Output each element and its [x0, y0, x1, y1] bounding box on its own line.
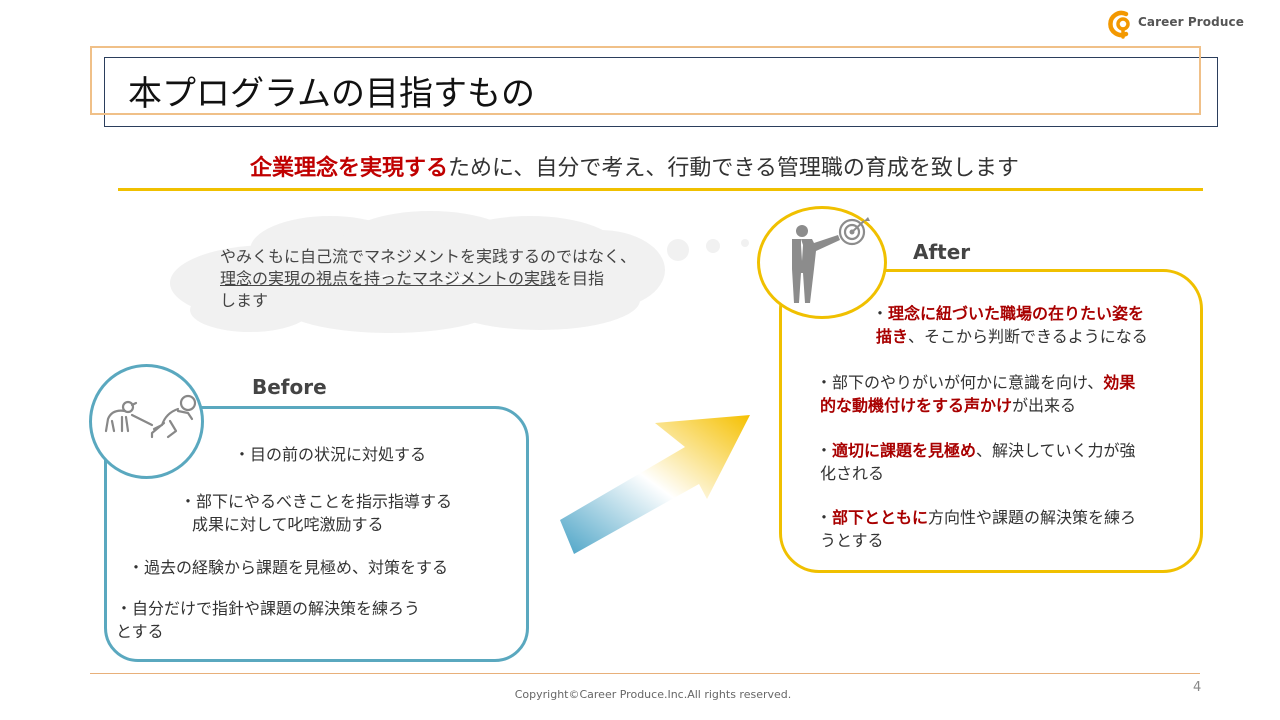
- before-item-2: ・部下にやるべきことを指示指導する: [180, 492, 453, 511]
- before-icon-circle: [89, 364, 204, 479]
- after-item-1: ・理念に紐づいた職場の在りたい姿を: [872, 303, 1144, 325]
- title-frame-inner: [90, 46, 1201, 115]
- after-item-4-red: 部下とともに: [832, 508, 929, 527]
- before-item-4-cont: とする: [116, 622, 164, 641]
- before-item-4: ・自分だけで指針や課題の解決策を練ろう: [116, 599, 421, 618]
- cloud-line-1: やみくもに自己流でマネジメントを実践するのではなく、: [220, 247, 637, 266]
- after-item-3-prefix: ・: [816, 441, 833, 460]
- after-item-3c-rest: 化される: [820, 464, 885, 483]
- subtitle: 企業理念を実現するために、自分で考え、行動できる管理職の育成を致します: [250, 150, 1019, 182]
- cloud-text: やみくもに自己流でマネジメントを実践するのではなく、 理念の実現の視点を持ったマ…: [220, 246, 660, 312]
- footer-divider: [90, 673, 1200, 674]
- after-box: [779, 269, 1203, 573]
- cloud-underlined: 理念の実現の視点を持ったマネジメントの実践: [220, 269, 557, 288]
- after-item-2-red: 効果: [1103, 373, 1136, 392]
- after-item-4: ・部下とともに方向性や課題の解決策を練ろ: [816, 507, 1136, 529]
- after-icon-circle: [757, 206, 887, 319]
- after-item-4-rest: 方向性や課題の解決策を練ろ: [928, 508, 1137, 527]
- businessman-target-icon: [792, 217, 870, 303]
- before-title: Before: [252, 375, 327, 399]
- after-item-2c-rest: が出来る: [1012, 396, 1077, 415]
- subtitle-rest: ために、自分で考え、行動できる管理職の育成を致します: [448, 156, 1019, 181]
- after-item-3-red: 適切に課題を見極め: [832, 441, 977, 460]
- subtitle-emphasis: 企業理念を実現する: [250, 156, 449, 181]
- after-item-2-cont: 的な動機付けをする声かけが出来る: [820, 395, 1076, 417]
- cloud-line-3: します: [220, 291, 269, 310]
- before-item-2-cont: 成果に対して叱咤激励する: [192, 515, 384, 534]
- after-item-1c-red: 描き: [876, 327, 909, 346]
- after-item-2-prefix: ・部下のやりがいが何かに意識を向け、: [816, 373, 1104, 392]
- after-item-2c-red: 的な動機付けをする声かけ: [820, 396, 1013, 415]
- person-pulling-dog-icon: [104, 394, 197, 439]
- transition-arrow-icon: [560, 415, 750, 554]
- before-item-3: ・過去の経験から課題を見極め、対策をする: [128, 558, 449, 577]
- company-logo: Career Produce: [1106, 8, 1244, 40]
- career-produce-logo-icon: [1108, 10, 1130, 39]
- subtitle-underline: [118, 188, 1203, 191]
- after-item-1c-rest: 、そこから判断できるようになる: [908, 327, 1148, 346]
- after-title: After: [913, 240, 971, 264]
- after-item-2: ・部下のやりがいが何かに意識を向け、効果: [816, 372, 1135, 394]
- before-box: [104, 406, 529, 662]
- copyright: Copyright©Career Produce.Inc.All rights …: [514, 688, 792, 701]
- after-item-3-rest: 、解決していく力が強: [976, 441, 1136, 460]
- title-frame-outer: [104, 57, 1218, 127]
- before-item-1: ・目の前の状況に対処する: [234, 445, 427, 464]
- page-number: 4: [1193, 680, 1202, 695]
- after-item-4-prefix: ・: [816, 508, 833, 527]
- page-title: 本プログラムの目指すもの: [128, 74, 535, 114]
- after-item-4-cont: うとする: [820, 530, 884, 552]
- after-item-4c-rest: うとする: [820, 531, 884, 550]
- thought-cloud: [170, 211, 749, 333]
- after-item-3: ・適切に課題を見極め、解決していく力が強: [816, 440, 1136, 462]
- after-item-1-cont: 描き、そこから判断できるようになる: [876, 326, 1148, 348]
- after-item-1-red: 理念に紐づいた職場の在りたい姿を: [888, 304, 1145, 323]
- logo-text: Career Produce: [1138, 15, 1244, 29]
- cloud-line-2-rest: を目指: [556, 269, 605, 288]
- after-item-3-cont: 化される: [820, 463, 884, 485]
- after-item-1-prefix: ・: [872, 304, 889, 323]
- cloud-line-2: 理念の実現の視点を持ったマネジメントの実践を目指: [220, 268, 660, 290]
